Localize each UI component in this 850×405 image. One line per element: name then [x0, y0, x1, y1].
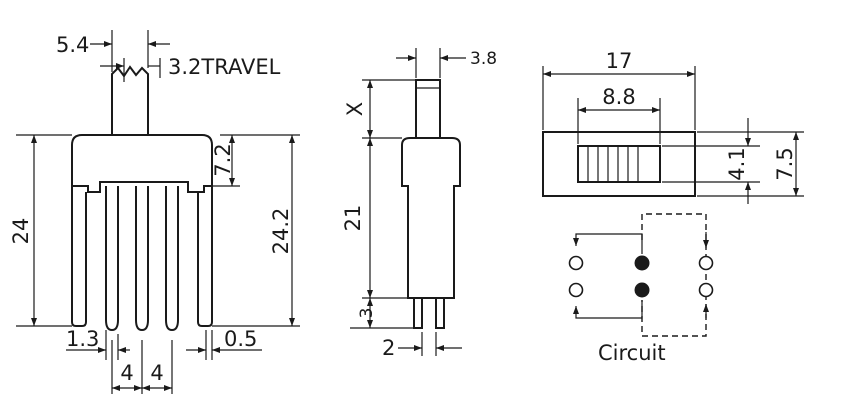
- dim-overall-height: 24: [9, 218, 33, 245]
- dim-actuator-width: 5.4: [56, 33, 89, 57]
- dim-pin-pitch-right: 4: [150, 361, 163, 385]
- dim-pin-height: 24.2: [269, 208, 293, 255]
- circuit-terminal-bottom-left: [568, 282, 584, 298]
- circuit-terminal-bottom-right: [698, 282, 714, 298]
- top-knob: [577, 145, 661, 183]
- circuit-dashed-outline: [641, 213, 707, 337]
- dim-knob-width: 4.1: [725, 147, 749, 180]
- dim-slot-length: 8.8: [602, 85, 635, 109]
- side-pin-right: [435, 297, 445, 329]
- circuit-terminal-bottom-middle: [634, 282, 650, 298]
- side-actuator: [415, 79, 441, 139]
- dim-body-height: 21: [341, 205, 365, 232]
- dim-body-width: 7.5: [773, 147, 797, 180]
- dim-pin-width: 2: [382, 336, 395, 360]
- front-pin-center: [135, 186, 149, 332]
- side-body: [401, 137, 461, 299]
- dim-housing-to-pins: 7.2: [211, 143, 235, 176]
- circuit-terminal-top-left: [568, 255, 584, 271]
- circuit-diagram: Circuit: [568, 213, 714, 365]
- dim-pin-length: 3: [357, 308, 377, 319]
- side-pin-left: [413, 297, 423, 329]
- front-actuator: [111, 65, 149, 136]
- circuit-terminal-top-right: [698, 255, 714, 271]
- dim-pin-thickness: 0.5: [224, 327, 257, 351]
- dim-travel: 3.2TRAVEL: [168, 55, 281, 79]
- top-view: 17 8.8 4.1 7.5: [542, 49, 804, 204]
- front-housing: [71, 134, 213, 193]
- front-left-leg: [71, 186, 87, 327]
- front-pin-right: [165, 186, 179, 332]
- front-pin-left: [105, 186, 119, 332]
- dim-actuator-thickness: 3.8: [470, 49, 497, 69]
- dim-body-length: 17: [606, 49, 633, 73]
- dim-pin-offset: 1.3: [66, 327, 99, 351]
- dim-actuator-extension: X: [343, 102, 367, 116]
- dim-pin-pitch-left: 4: [120, 361, 133, 385]
- side-view: 3.8 X 21 3 2: [341, 48, 497, 360]
- circuit-label: Circuit: [598, 341, 666, 365]
- circuit-terminal-top-middle: [634, 255, 650, 271]
- front-view: 5.4 3.2TRAVEL 24 7.2 24.2: [9, 30, 300, 394]
- front-right-leg: [197, 186, 213, 327]
